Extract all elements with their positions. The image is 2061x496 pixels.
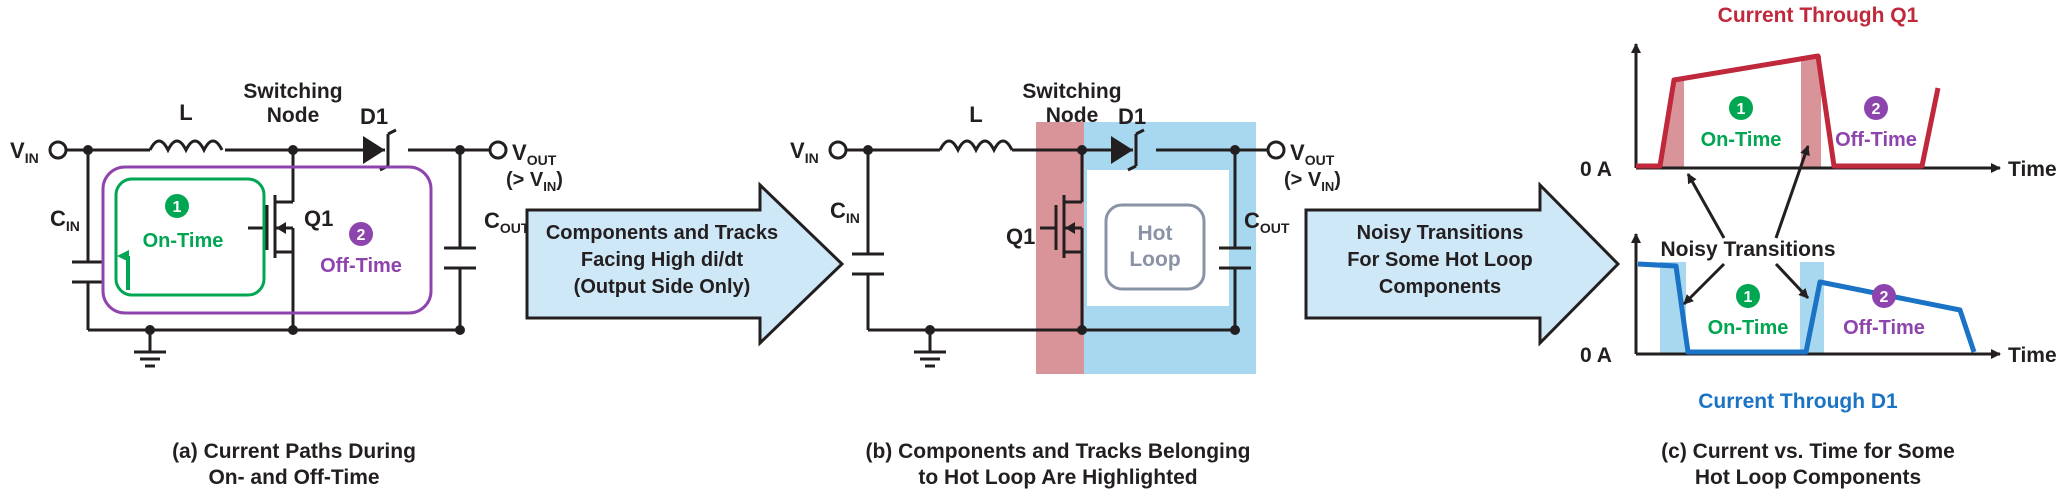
badge-1-top [1729,96,1753,120]
switching-node-label-a: Switching [243,80,342,103]
arrow-1-line3: (Output Side Only) [574,276,751,298]
panel-a: 1 On-Time 2 Off-Time VIN L Switching Nod… [10,80,563,489]
diode-label-a: D1 [360,104,388,129]
caption-a-line2: On- and Off-Time [208,466,379,489]
diode-label-b: D1 [1118,104,1146,129]
panel-c: Current Through Q1 0 A Time 1 On-Time 2 … [1580,4,2057,489]
q1-fall-highlight [1801,56,1821,168]
noisy-arrow-lower-right [1774,262,1810,300]
vout-condition-a: (> VIN) [506,169,563,194]
caption-a-line1: (a) Current Paths During [172,440,416,463]
on-time-badge-num-a: 1 [173,199,182,216]
off-time-bottom: Off-Time [1843,317,1925,339]
hot-loop-box-b [1104,203,1206,291]
arrow-2: Noisy Transitions For Some Hot Loop Comp… [1304,181,1621,347]
d1-current-trace [1637,261,1977,355]
badge-2-bottom [1872,284,1896,308]
title-q1: Current Through Q1 [1718,4,1919,27]
inductor-label-b: L [969,102,982,127]
zero-label-top: 0 A [1580,158,1612,181]
arrow-2-line2: For Some Hot Loop [1347,249,1533,271]
switching-node-label-b2: Node [1046,104,1099,127]
inductor-l-a [148,139,224,154]
caption-b-line1: (b) Components and Tracks Belonging [865,440,1250,463]
on-time-badge-a [165,194,189,218]
off-time-loop-a [101,165,433,315]
diode-d1-b [1100,128,1145,172]
caption-b-line2: to Hot Loop Are Highlighted [918,466,1197,489]
badge-2-top [1864,96,1888,120]
d1-rise-highlight [1800,262,1824,354]
on-time-label-a: On-Time [143,230,224,252]
q1-label-a: Q1 [304,206,333,231]
hot-loop-label-b2: Loop [1129,248,1180,271]
time-label-bottom: Time [2008,344,2057,367]
inductor-label-a: L [179,100,192,125]
switching-node-label-b: Switching [1022,80,1121,103]
badge-1-bottom [1736,284,1760,308]
hot-loop-label-b1: Hot [1138,222,1173,245]
arrow-2-line1: Noisy Transitions [1357,222,1524,244]
vout-label-a: VOUT [512,140,557,168]
arrow-1-line1: Components and Tracks [546,222,778,244]
noisy-arrow-upper-right [1774,145,1810,239]
inductor-l-b [938,139,1014,154]
cin-label-a: CIN [50,206,80,234]
on-time-bottom: On-Time [1708,317,1789,339]
arrow-2-line3: Components [1379,276,1501,298]
switching-node-label-a2: Node [267,104,320,127]
q1-label-b: Q1 [1006,224,1035,249]
arrow-1-shape [525,181,845,347]
title-d1: Current Through D1 [1698,390,1898,413]
time-label-top: Time [2008,158,2057,181]
off-time-label-a: Off-Time [320,255,402,277]
q1-current-trace [1636,53,1941,169]
cout-label-b: COUT [1244,208,1290,236]
off-time-top: Off-Time [1835,129,1917,151]
noisy-transitions-label: Noisy Transitions [1660,238,1835,261]
arrow-1: Components and Tracks Facing High di/dt … [525,181,845,347]
noisy-arrow-upper-left [1686,173,1726,239]
caption-c-line1: (c) Current vs. Time for Some [1661,440,1955,463]
badge-2-top-num: 2 [1872,101,1881,118]
on-time-top: On-Time [1701,129,1782,151]
vout-condition-b: (> VIN) [1284,169,1341,194]
diode-d1-a [340,128,397,172]
badge-1-bottom-num: 1 [1744,289,1753,306]
panel-b: Hot Loop [790,80,1341,489]
on-time-loop-a [114,177,266,297]
arrow-1-line2: Facing High di/dt [581,249,744,271]
zero-label-bottom: 0 A [1580,344,1612,367]
off-time-badge-a [349,222,373,246]
noisy-arrow-lower-left [1682,262,1726,306]
badge-1-top-num: 1 [1737,101,1746,118]
panel-a-wires [48,140,508,368]
caption-c-line2: Hot Loop Components [1695,466,1921,489]
cout-label-a: COUT [484,208,530,236]
panel-b-wires [828,140,1286,368]
vin-label-b: VIN [790,138,819,166]
arrow-2-shape [1304,181,1621,347]
cin-label-b: CIN [830,198,860,226]
q1-rise-highlight [1660,78,1684,168]
vout-label-b: VOUT [1290,140,1335,168]
off-time-badge-num-a: 2 [357,227,366,244]
badge-2-bottom-num: 2 [1880,289,1889,306]
vin-label-a: VIN [10,138,39,166]
highlight-red-b [1036,122,1084,374]
